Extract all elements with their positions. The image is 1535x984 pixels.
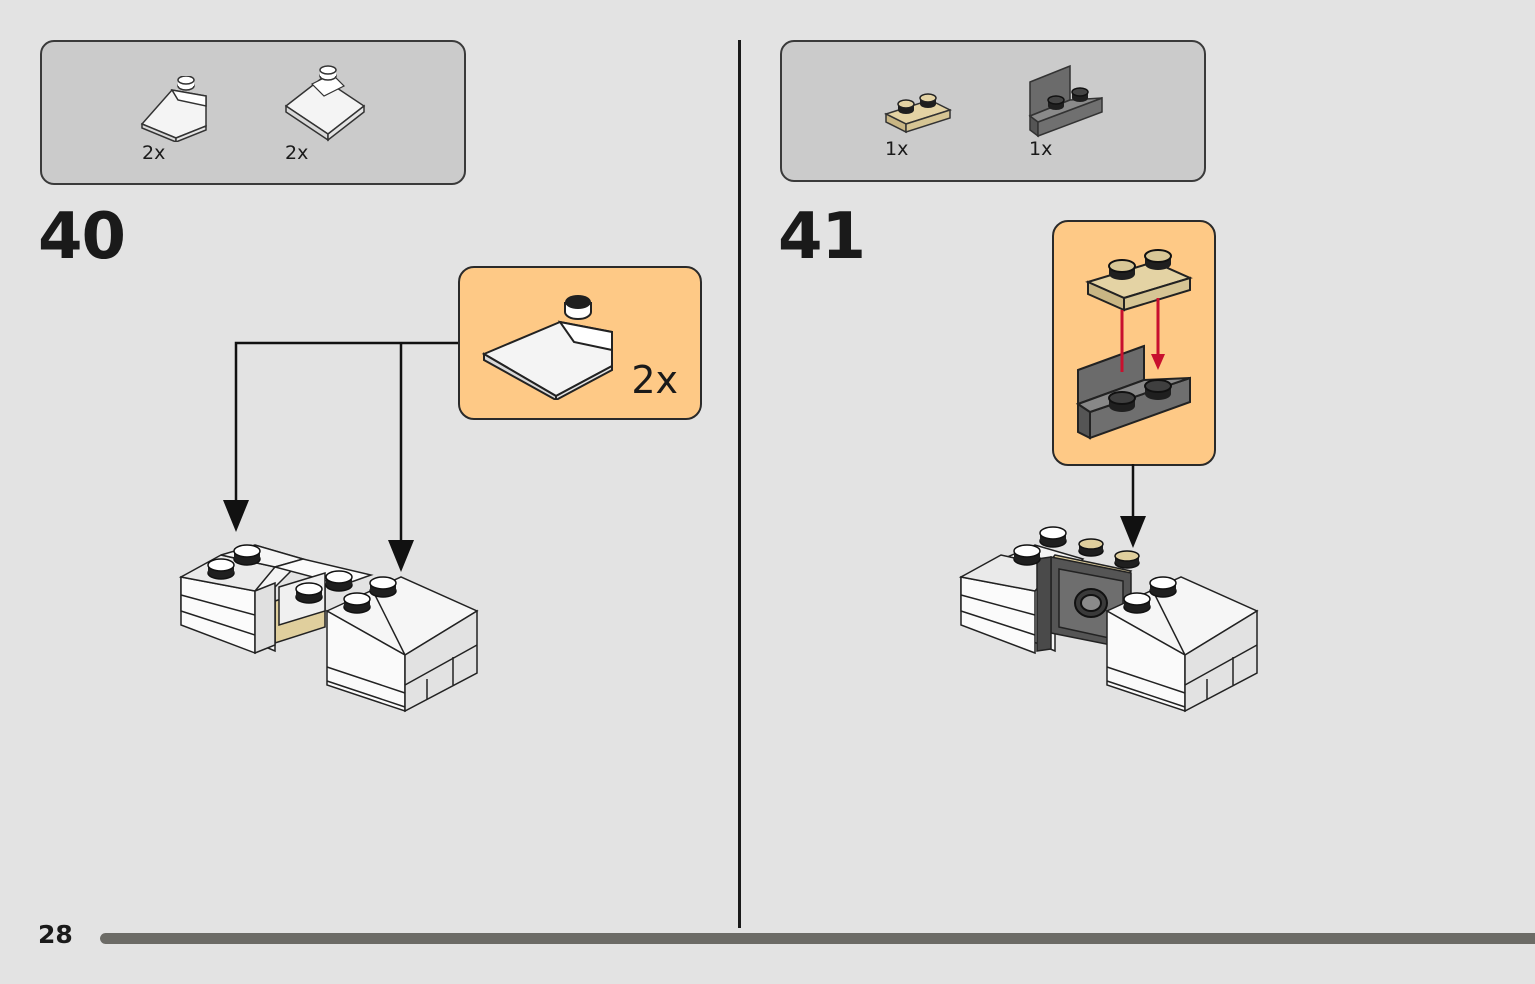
part-qty: 1x bbox=[885, 138, 909, 160]
slope-2x2-white-icon bbox=[282, 64, 368, 144]
parts-list-step-40: 2x 2x bbox=[40, 40, 466, 185]
callout-qty: 2x bbox=[631, 358, 678, 402]
bracket-1x2-dark-gray-icon bbox=[1026, 60, 1106, 138]
slope-1x2-white-icon bbox=[481, 295, 613, 400]
page-number: 28 bbox=[38, 920, 73, 949]
step-number: 40 bbox=[38, 200, 126, 274]
arrow-line bbox=[234, 341, 458, 505]
subassembly-callout: 2x bbox=[458, 266, 702, 420]
progress-bar-fill bbox=[100, 933, 1535, 944]
part-qty: 1x bbox=[1029, 138, 1053, 160]
page-divider bbox=[738, 40, 741, 928]
model-assembly-step-40 bbox=[178, 544, 479, 713]
subassembly-callout bbox=[1052, 220, 1216, 466]
parts-list-step-41: 1x 1x bbox=[780, 40, 1206, 182]
model-assembly-step-41 bbox=[958, 526, 1259, 713]
part-qty: 2x bbox=[142, 142, 166, 164]
progress-bar bbox=[100, 933, 1535, 944]
slope-1x2-white-icon bbox=[138, 76, 210, 142]
part-qty: 2x bbox=[285, 142, 309, 164]
step-number: 41 bbox=[778, 200, 866, 274]
plate-on-bracket-assembly-icon bbox=[1075, 249, 1193, 440]
plate-1x2-tan-icon bbox=[882, 88, 954, 138]
